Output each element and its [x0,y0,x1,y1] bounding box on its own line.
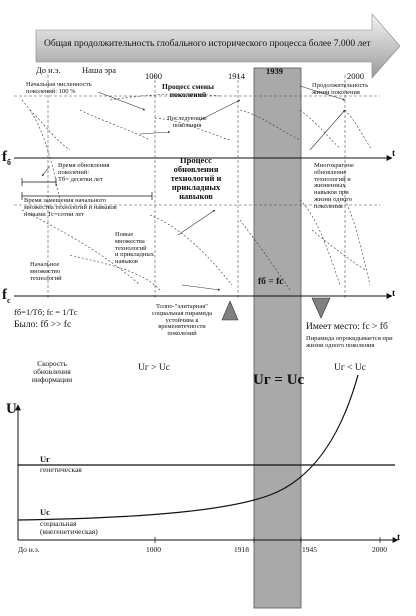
fb-axis-label: fб [2,149,11,167]
label-initial-set: Начальное множество технологий [30,261,62,282]
label-ug-gt-uc: Uг > Uс [138,363,170,373]
year-1945-bottom: 1945 [302,545,317,554]
technology-curves [21,199,371,291]
label-new-sets: Новые множества технологий и прикладных … [115,231,154,266]
year-gridlines [47,75,346,300]
label-ug-eq-uc: Uг = Uс [253,372,305,388]
label-now-is: Имеет место: fс > fб [306,322,388,332]
label-life-span: Продолжительность жизни поколения [312,82,369,96]
era-bc: До н.э. [36,65,61,75]
stable-pyramid [221,300,239,321]
label-tech-process: Процесс обновления технологий и прикладн… [170,155,222,201]
label-uc: Uc [40,507,50,517]
period-brackets [21,178,153,200]
label-replacement-time: Время замещения начального множества тех… [24,197,117,218]
year-1000-top: 1000 [145,71,162,81]
label-pyramid-turn: Пирамида опрокидывается при жизни одного… [306,335,393,349]
u-axis-label: U [6,401,17,417]
label-ug-lt-uc: Uг < Uс [334,363,366,373]
uc-curve [17,374,359,521]
bottom-ticks [154,537,381,543]
label-social: социальная (внегенетическая) [40,519,98,536]
label-was: Было: fб >> fс [14,320,72,330]
year-2000-bottom: 2000 [372,545,387,554]
label-following: Последующие поколения [167,115,207,129]
label-formula: fб=1/Тб; fс = 1/Тс [14,307,78,317]
banner-text: Общая продолжительность глобального исто… [44,39,371,49]
t-label-fb: t [392,149,396,159]
label-renewal-time: Время обновления поколений: Тб= десятки … [58,162,110,183]
label-generation-change: Процесс смены поколений [162,82,214,99]
generation-curves [21,93,373,201]
label-speed: Скорость обновления информации [31,359,73,384]
year-1914-top: 1914 [228,71,245,81]
transition-band [253,67,302,609]
year-bc-bottom: До н.э. [18,545,40,554]
fc-axis-label: fс [2,287,11,305]
banner-arrow [35,13,401,79]
label-f-equal: fб = fс [258,277,284,287]
label-genetic: генетическая [40,465,82,474]
year-1918-bottom: 1918 [234,545,249,554]
label-elite: Толпо-"элитарная" социальная пирамида ус… [151,303,213,338]
inverted-pyramid [311,297,331,319]
label-multiple-renewal: Многократное обновление технологий и жиз… [314,162,354,210]
t-label-fc: t [392,289,396,299]
year-1000-bottom: 1000 [146,545,161,554]
label-initial-population: Начальная численность поколений: 100 % [26,81,92,95]
year-2000-top: 2000 [347,71,364,81]
annotation-arrows [41,85,346,291]
era-ad: Наша эра [82,65,117,75]
label-ug: Uг [40,454,50,464]
t-label-bottom: t [397,533,401,543]
year-1939-top: 1939 [266,66,283,76]
